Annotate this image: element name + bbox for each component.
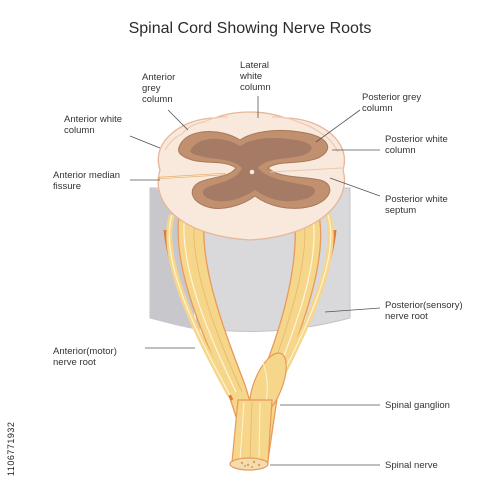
leader-lines	[129, 96, 381, 466]
label-anterior-motor-nerve-root: Anterior(motor) nerve root	[53, 346, 117, 368]
spinal-nerve-cut-end	[229, 457, 269, 471]
grey-matter-inner	[190, 138, 315, 202]
label-posterior-grey-column: Posterior grey column	[362, 92, 422, 114]
label-spinal-ganglion: Spinal ganglion	[385, 400, 450, 411]
label-posterior-sensory-nerve-root: Posterior(sensory) nerve root	[385, 300, 463, 322]
stock-image-id: 1106771932	[6, 421, 16, 476]
label-posterior-white-septum: Posterior white septum	[385, 194, 448, 216]
posterior-septum-line	[269, 167, 343, 173]
diagram-title: Spinal Cord Showing Nerve Roots	[128, 20, 372, 37]
anterior-root-bundle	[163, 209, 269, 461]
label-spinal-nerve: Spinal nerve	[385, 460, 438, 471]
label-anterior-grey-column: Anterior grey column	[142, 72, 176, 105]
label-anterior-white-column: Anterior white column	[64, 114, 123, 136]
spinal-nerve-trunk	[229, 399, 273, 471]
label-lateral-white-column: Lateral white column	[240, 60, 271, 93]
central-canal	[249, 169, 255, 175]
label-anterior-median-fissure: Anterior median fissure	[53, 170, 121, 192]
label-posterior-white-column: Posterior white column	[385, 134, 448, 156]
